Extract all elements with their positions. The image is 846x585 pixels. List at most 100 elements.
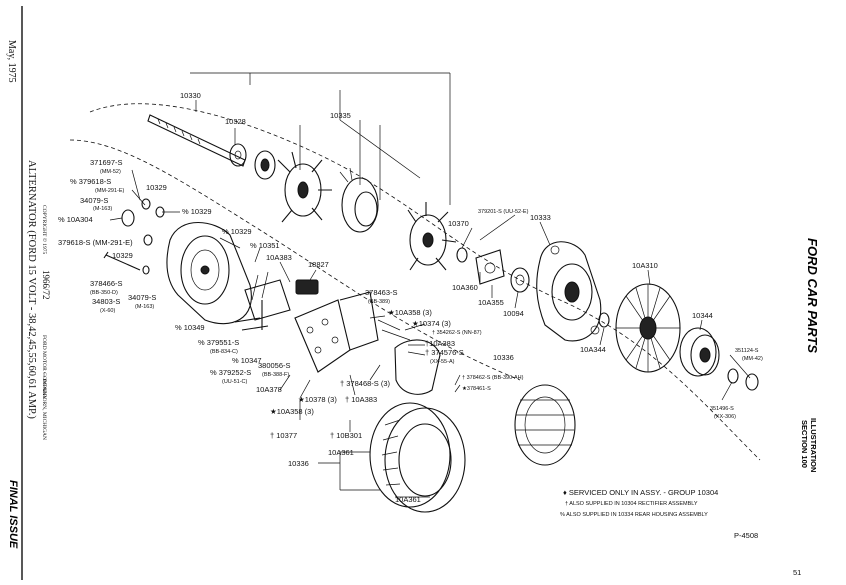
- callout-bb-834-c: (BB-834-C): [210, 349, 238, 355]
- callout-351496-s: 351496-S: [710, 406, 734, 412]
- callout-10a358-a: ★10A358 (3): [270, 407, 314, 416]
- callout-10a378: 10A378: [256, 385, 282, 394]
- callout-10344: 10344: [692, 311, 713, 320]
- callout-379551-s: % 379551-S: [198, 338, 239, 347]
- callout-bb-389: (BB-389): [368, 299, 390, 305]
- callout-10336-b: 10336: [288, 459, 309, 468]
- callout-xx-306: (XX-306): [714, 414, 736, 420]
- illustration-label: ILLUSTRATION: [809, 418, 818, 472]
- callout-10329-b: % 10329: [182, 207, 212, 216]
- pulley-nut: [727, 368, 759, 391]
- callout-379201-s: 379201-S (UU-52-E): [478, 209, 529, 215]
- front-bearing: [510, 267, 530, 293]
- drive-pulley: [679, 327, 720, 377]
- field-coil: [339, 167, 379, 233]
- callout-380056-s: 380056-S: [258, 361, 291, 370]
- stator-assembly: [369, 384, 576, 513]
- issue-date: May, 1975: [6, 40, 17, 83]
- callout-10347: % 10347: [232, 356, 262, 365]
- callout-10a310: 10A310: [632, 261, 658, 270]
- callout-10a344: 10A344: [580, 345, 606, 354]
- callout-bb-350-d: (BB-350-D): [90, 290, 118, 296]
- rotor-shaft: [147, 114, 246, 167]
- part-callouts: 10330 10335 10328 371697-S (MM-52) % 379…: [58, 91, 763, 504]
- callout-371697-s: 371697-S: [90, 158, 123, 167]
- callout-10329-d: % 10329: [222, 227, 252, 236]
- callout-10374: ★10374 (3): [412, 319, 451, 328]
- page-number: 51: [793, 568, 801, 577]
- callout-10a360: 10A360: [452, 283, 478, 292]
- callout-10a383-c: † 10A383: [345, 395, 377, 404]
- callout-mm-291-e: (MM-291-E): [95, 188, 125, 194]
- section-label: SECTION 100: [800, 420, 809, 468]
- callout-378466-s: 378466-S: [90, 279, 123, 288]
- callout-10a383-b: †10A383: [425, 339, 455, 348]
- slip-ring: [254, 150, 276, 180]
- callout-xx-55-a: (XX-55-A): [430, 359, 455, 365]
- model-years: 1966/72: [41, 270, 51, 300]
- company-location: — DEARBORN, MICHIGAN: [41, 371, 47, 440]
- callout-354262-s: † 354262-S (NN-87): [432, 330, 482, 336]
- callout-10a361-b: 10A361: [395, 495, 421, 504]
- callout-bb-388-f: (BB-388-F): [262, 372, 289, 378]
- legend-rectifier: † ALSO SUPPLIED IN 10304 RECTIFIER ASSEM…: [565, 501, 698, 507]
- callout-10378: ★10378 (3): [298, 395, 337, 404]
- callout-10a304: % 10A304: [58, 215, 93, 224]
- callout-10333: 10333: [530, 213, 551, 222]
- callout-379618-s-b: 379618-S (MM-291-E): [58, 238, 133, 247]
- legend-serviced: ♦ SERVICED ONLY IN ASSY. - GROUP 10304: [563, 488, 718, 497]
- callout-379252-s: % 379252-S: [210, 368, 251, 377]
- callout-18827: 18827: [308, 260, 329, 269]
- final-issue: FINAL ISSUE: [7, 480, 19, 549]
- legend-housing: % ALSO SUPPLIED IN 10334 REAR HOUSING AS…: [560, 512, 708, 518]
- callout-mm-52: (MM-52): [100, 169, 121, 175]
- callout-10a355: 10A355: [478, 298, 504, 307]
- plate-number: P-4508: [734, 531, 758, 540]
- callout-m-163-b: (M-163): [135, 304, 154, 310]
- callout-10377: † 10377: [270, 431, 297, 440]
- callout-10351: % 10351: [250, 241, 280, 250]
- cooling-fan: [615, 283, 681, 373]
- diagram-title: ALTERNATOR (FORD 15 VOLT - 38,42,45,55,6…: [26, 160, 37, 419]
- rotor-pole-front: [407, 202, 457, 271]
- rear-hardware: [103, 198, 165, 275]
- front-housing: [536, 241, 602, 342]
- callout-mm-42: (MM-42): [742, 356, 763, 362]
- callout-10329-a: 10329: [146, 183, 167, 192]
- callout-x-60: (X-60): [100, 308, 115, 314]
- callout-10a361-a: 10A361: [328, 448, 354, 457]
- pulley-spacer: [598, 312, 610, 328]
- callout-379618-s: % 379618-S: [70, 177, 111, 186]
- legend: ♦ SERVICED ONLY IN ASSY. - GROUP 10304 †…: [560, 488, 758, 540]
- copyright: COPYRIGHT © 1975: [41, 205, 48, 255]
- callout-378468-s: † 378468-S (3): [340, 379, 391, 388]
- rectifier-assembly: [294, 291, 441, 395]
- callout-10328: 10328: [225, 117, 246, 126]
- callout-374576-s: † 374576-S: [425, 348, 464, 357]
- callout-378463-s: 378463-S: [365, 288, 398, 297]
- callout-10349: % 10349: [175, 323, 205, 332]
- callout-34079-s-a: 34079-S: [80, 196, 108, 205]
- callout-10b301: † 10B301: [330, 431, 362, 440]
- callout-34079-s-b: 34079-S: [128, 293, 156, 302]
- rear-housing: [166, 221, 252, 325]
- assembly-axis-line: [89, 103, 761, 461]
- callout-10370: 10370: [448, 219, 469, 228]
- callout-m-163-a: (M-163): [93, 206, 112, 212]
- callout-34803-s: 34803-S: [92, 297, 120, 306]
- callout-10a358-b: ★10A358 (3): [388, 308, 432, 317]
- brand-title: FORD CAR PARTS: [805, 238, 820, 353]
- callout-10335: 10335: [330, 111, 351, 120]
- callout-10330: 10330: [180, 91, 201, 100]
- callout-uu-51-c: (UU-51-C): [222, 379, 248, 385]
- callout-378462-s: † 378462-S (BB-390-AH): [462, 375, 524, 381]
- rotor-pole-rear: [277, 151, 332, 223]
- company-name: FORD MOTOR COMPANY: [41, 335, 47, 399]
- callout-10094: 10094: [503, 309, 524, 318]
- callout-378461-s: ★378461-S: [462, 385, 491, 392]
- brush-holder: [234, 271, 319, 331]
- bearing-collar: [229, 143, 247, 167]
- bearing-retainer: [475, 249, 505, 285]
- spacer-washer: [456, 247, 468, 263]
